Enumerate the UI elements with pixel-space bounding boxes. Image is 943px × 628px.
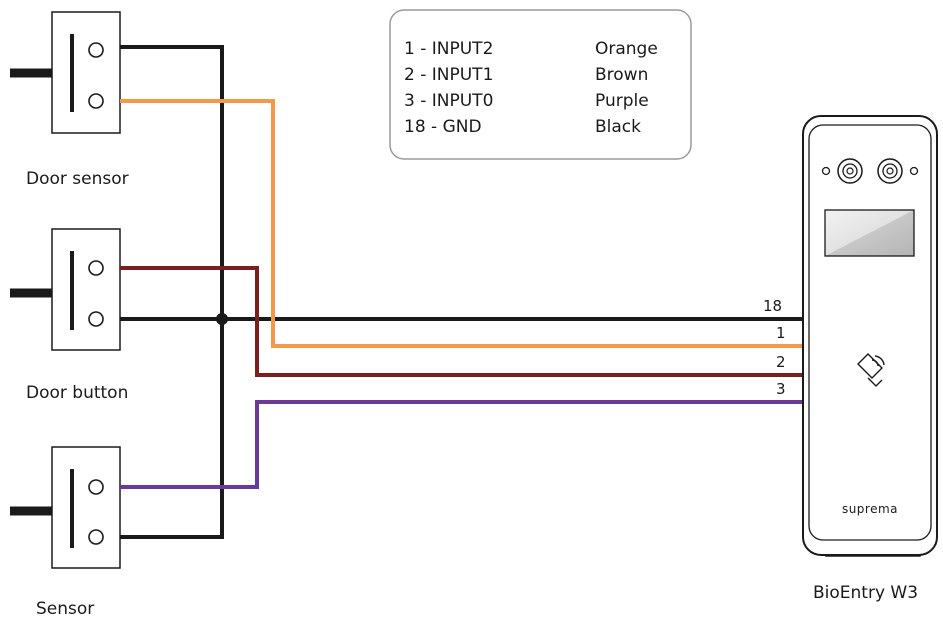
door-button-switch [10, 228, 121, 351]
legend-pin-3: 3 - INPUT0 [404, 91, 493, 111]
reader-camera-left-icon [837, 158, 863, 184]
reader-fingerprint-window [824, 209, 915, 257]
legend-pin-18: 18 - GND [404, 117, 482, 137]
reader-camera-right-icon [877, 158, 903, 184]
purple-wire [120, 400, 806, 489]
door-button-box [51, 228, 121, 351]
reader-ir-led-right [909, 166, 919, 176]
legend-pin-1: 1 - INPUT2 [404, 39, 493, 59]
legend-pin-2: 2 - INPUT1 [404, 65, 493, 85]
door-sensor-terminal-1 [88, 42, 104, 58]
door-sensor-box [51, 11, 121, 134]
sensor-terminal-2 [88, 529, 104, 545]
orange-wire [120, 99, 806, 348]
sensor-switch [10, 446, 121, 569]
door-sensor-terminal-2 [88, 93, 104, 109]
pin-legend: 1 - INPUT2 2 - INPUT1 3 - INPUT0 18 - GN… [389, 9, 692, 160]
legend-color-orange: Orange [595, 39, 658, 59]
gnd-junction-dot [216, 313, 228, 325]
reader-face [808, 124, 932, 541]
wire-pin-2: 2 [776, 353, 786, 371]
wire-pin-18: 18 [763, 297, 782, 315]
door-button-terminal-1 [88, 260, 104, 276]
reader-ir-led-left [821, 166, 831, 176]
brown-wire [120, 266, 806, 377]
wire-pin-3: 3 [776, 380, 786, 398]
rf-card-icon [857, 353, 885, 387]
door-sensor-switch [10, 11, 121, 134]
legend-box [389, 9, 692, 160]
wires [120, 45, 806, 539]
reader-label: BioEntry W3 [813, 583, 918, 603]
sensor-box [51, 446, 121, 569]
legend-color-black: Black [595, 117, 641, 137]
legend-color-purple: Purple [595, 91, 649, 111]
door-button-label: Door button [26, 383, 128, 403]
door-sensor-label: Door sensor [26, 169, 129, 189]
wire-pin-1: 1 [776, 324, 786, 342]
sensor-terminal-1 [88, 479, 104, 495]
sensor-label: Sensor [36, 599, 94, 619]
bioentry-reader: suprema [802, 115, 938, 557]
legend-color-brown: Brown [595, 65, 648, 85]
reader-brand-logo: suprema [842, 502, 898, 516]
gnd-bus-wire [120, 45, 224, 539]
door-button-terminal-2 [88, 311, 104, 327]
